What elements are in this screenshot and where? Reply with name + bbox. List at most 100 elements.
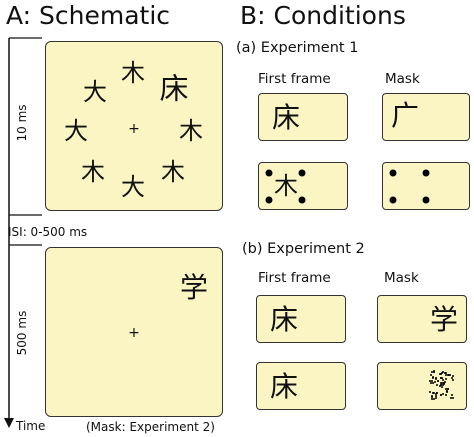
right-header: B: Conditions <box>240 1 406 30</box>
noise-dot <box>451 375 454 378</box>
exp2-first-char-2: 床 <box>269 370 299 403</box>
time-label: Time <box>16 419 46 433</box>
bottom-stimulus-frame: + 学 <box>45 247 223 417</box>
target-char: 学 <box>179 271 209 304</box>
noise-dot <box>445 377 448 380</box>
stimulus-char-1: 木 <box>121 59 145 87</box>
experiment1-col-mask: Mask <box>385 71 420 87</box>
exp1-first-char-2: 木 <box>274 172 298 200</box>
noise-dot <box>443 381 446 384</box>
noise-dot <box>442 379 445 382</box>
noise-dot <box>448 373 450 376</box>
noise-dot <box>445 390 448 393</box>
stimulus-char-3: 木 <box>179 117 203 145</box>
noise-dot <box>451 397 454 400</box>
fixation-cross: + <box>128 325 140 341</box>
stimulus-char-6: 木 <box>81 158 105 186</box>
noise-dot <box>440 394 442 397</box>
noise-dot <box>433 370 435 372</box>
noise-dot <box>440 381 443 384</box>
dot-mask-pattern <box>429 370 455 400</box>
experiment2-col-first: First frame <box>258 270 331 286</box>
noise-dot <box>432 376 435 379</box>
exp2-mask-2 <box>377 362 467 410</box>
noise-dot <box>446 389 448 392</box>
noise-dot <box>439 372 442 375</box>
noise-dot <box>434 394 437 397</box>
noise-dot <box>430 380 433 382</box>
mask-dot <box>389 169 397 177</box>
noise-dot <box>444 372 446 375</box>
exp2-first-char-1: 床 <box>269 303 299 336</box>
stimulus-char-2: 床 <box>159 71 189 106</box>
noise-dot <box>431 382 434 385</box>
noise-dot <box>433 397 436 400</box>
noise-dot <box>446 387 449 390</box>
top-duration-label: 10 ms <box>15 104 29 142</box>
exp1-first-char-1: 床 <box>271 101 301 134</box>
noise-dot <box>438 373 441 376</box>
noise-dot <box>431 370 433 373</box>
noise-dot <box>429 391 432 394</box>
mask-dot <box>298 196 306 204</box>
experiment1-col-first: First frame <box>258 71 331 87</box>
noise-dot <box>439 385 442 388</box>
noise-dot <box>429 374 432 377</box>
exp2-mask-1: 学 <box>377 295 467 343</box>
stimulus-char-8: 大 <box>83 78 107 106</box>
exp1-first-frame-2: 木 <box>258 162 348 210</box>
mask-dot <box>265 169 273 177</box>
noise-dot <box>435 391 438 394</box>
left-header: A: Schematic <box>6 1 171 30</box>
exp2-first-frame-2: 床 <box>256 362 346 410</box>
exp2-first-frame-1: 床 <box>256 295 346 343</box>
noise-dot <box>435 376 438 379</box>
noise-dot <box>440 376 443 379</box>
noise-dot <box>442 370 445 373</box>
noise-dot <box>445 374 448 377</box>
noise-dot <box>450 377 453 380</box>
isi-label: ISI: 0-500 ms <box>8 225 88 239</box>
noise-dot <box>436 380 439 382</box>
stimulus-char-5: 大 <box>121 173 145 201</box>
experiment1-title: (a) Experiment 1 <box>236 40 359 56</box>
mask-dot <box>298 169 306 177</box>
experiment2-col-mask: Mask <box>384 270 419 286</box>
mask-dot <box>389 196 397 204</box>
noise-dot <box>434 393 437 396</box>
noise-dot <box>432 392 434 395</box>
stimulus-char-7: 大 <box>64 117 88 145</box>
bottom-duration-label: 500 ms <box>15 310 29 356</box>
noise-dot <box>434 378 437 381</box>
experiment2-title: (b) Experiment 2 <box>242 241 365 257</box>
mask-dot <box>422 196 430 204</box>
mask-dot <box>422 169 430 177</box>
exp1-first-frame-1: 床 <box>258 93 348 141</box>
noise-dot <box>430 381 433 384</box>
noise-dot <box>430 394 433 397</box>
noise-dot <box>451 394 454 397</box>
noise-dot <box>429 380 432 383</box>
noise-dot <box>449 397 452 400</box>
noise-dot <box>446 373 449 376</box>
noise-dot <box>431 397 434 400</box>
fixation-cross: + <box>128 121 140 137</box>
noise-dot <box>440 385 443 388</box>
noise-dot <box>434 381 437 383</box>
noise-dot <box>430 395 433 398</box>
noise-dot <box>449 374 452 377</box>
noise-dot <box>441 393 444 396</box>
exp1-mask-1: 广 <box>382 93 470 141</box>
exp2-mask-char-1: 学 <box>429 303 459 336</box>
noise-dot <box>435 396 438 399</box>
mask-dot <box>265 196 273 204</box>
noise-dot <box>445 388 448 391</box>
top-stimulus-frame: + 木 床 木 木 大 木 大 大 <box>45 41 223 211</box>
exp1-mask-char-1: 广 <box>390 99 420 132</box>
exp1-mask-2 <box>382 162 470 210</box>
noise-dot <box>443 383 446 386</box>
noise-dot <box>440 371 443 374</box>
noise-dot <box>439 383 442 386</box>
stimulus-char-4: 木 <box>161 158 185 186</box>
